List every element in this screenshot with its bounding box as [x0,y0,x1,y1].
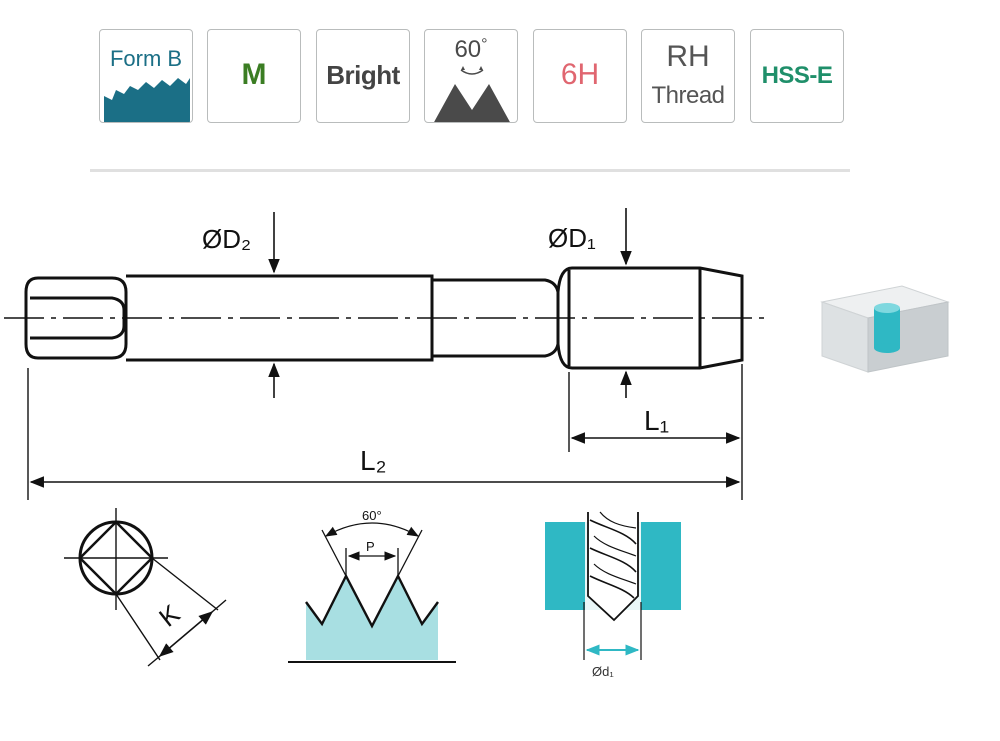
drill-hole-detail: Ød₁ [545,511,681,679]
d1-dimension: ØD₁ [548,208,632,398]
chamfer-teeth-icon [104,78,190,122]
material-label: HSS-E [761,62,833,89]
drill-diameter-label: Ød₁ [592,664,614,679]
l2-label: L₂ [360,445,386,476]
metric-badge: M [207,29,301,123]
d2-label: ØD₂ [202,224,251,254]
thread-angle-icon [434,66,510,122]
angle-badge: 60° [424,29,518,123]
form-b-badge: Form B [99,29,193,123]
thread-profile-detail: 60° P [288,508,456,663]
d1-label: ØD₁ [548,223,596,253]
material-badge: HSS-E [750,29,844,123]
l1-label: L₁ [644,405,669,436]
l2-dimension: L₂ [27,368,741,500]
d2-dimension: ØD₂ [202,212,280,398]
finish-label: Bright [326,60,400,90]
tolerance-label: 6H [560,58,600,91]
pitch-label: P [366,539,375,554]
separator-line [90,169,850,172]
finish-badge: Bright [316,29,410,123]
form-b-label: Form B [109,46,183,71]
through-hole-workpiece-icon [820,285,950,373]
tolerance-badge: 6H [533,29,627,123]
hand-label-bottom: Thread [651,82,725,109]
k-label: K [153,598,186,633]
hand-badge: RH Thread [641,29,735,123]
l1-dimension: L₁ [568,364,743,500]
thread-angle-label: 60° [362,508,382,523]
hand-label-top: RH [666,40,710,73]
angle-label: 60° [454,36,488,63]
square-drive-section [64,508,227,667]
metric-label: M [241,58,267,91]
